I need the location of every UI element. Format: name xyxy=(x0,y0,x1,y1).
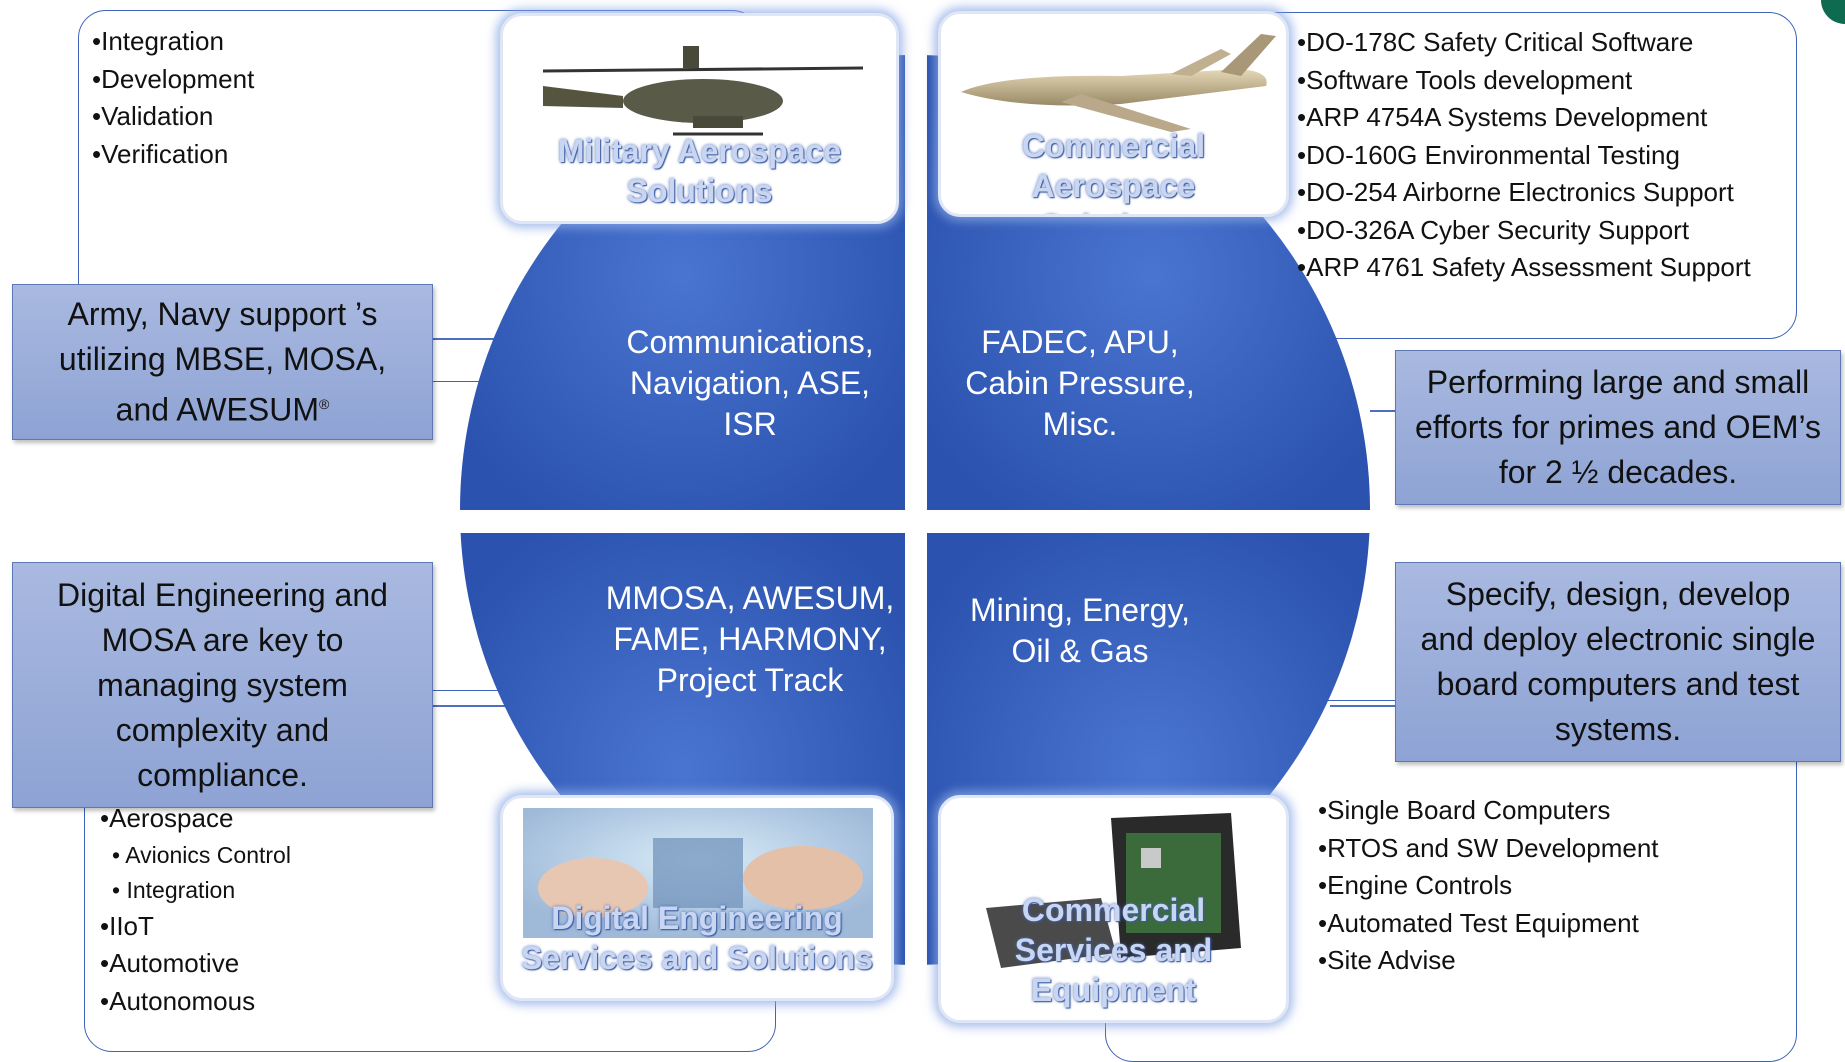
commercial-services-label: Commercial Services and Equipment xyxy=(1014,892,1213,1008)
top-left-list: Integration Development Validation Verif… xyxy=(92,23,254,173)
list-item: Aerospace xyxy=(100,800,291,838)
army-navy-callout: Army, Navy support ’s utilizing MBSE, MO… xyxy=(12,284,433,440)
connector-digital xyxy=(430,705,510,707)
military-aerospace-label: Military Aerospace Solutions xyxy=(557,133,842,209)
army-navy-line2: utilizing MBSE, MOSA, xyxy=(58,340,387,377)
list-item: Development xyxy=(92,61,254,99)
electronics-box-image xyxy=(986,813,1241,968)
commercial-services-card[interactable]: Commercial Services and Equipment xyxy=(938,795,1289,1023)
list-item: Autonomous xyxy=(100,983,291,1021)
list-item: ARP 4754A Systems Development xyxy=(1297,99,1751,137)
list-item: Engine Controls xyxy=(1318,867,1659,905)
list-item: DO-326A Cyber Security Support xyxy=(1297,212,1751,250)
specify-callout: Specify, design, develop and deploy elec… xyxy=(1395,562,1841,762)
primes-callout: Performing large and small efforts for p… xyxy=(1395,350,1841,505)
quadrant-bottom-right-text: Mining, Energy, Oil & Gas xyxy=(970,592,1190,669)
list-item: DO-254 Airborne Electronics Support xyxy=(1297,174,1751,212)
helicopter-image xyxy=(542,46,864,136)
quadrant-top-left-text: Communications, Navigation, ASE, ISR xyxy=(626,324,874,442)
list-item: Verification xyxy=(92,136,254,174)
list-subitem: Avionics Control xyxy=(100,838,291,873)
list-item: DO-160G Environmental Testing xyxy=(1297,137,1751,175)
list-item: Single Board Computers xyxy=(1318,792,1659,830)
army-navy-line3: and AWESUM xyxy=(115,391,319,428)
connector-primes xyxy=(1370,410,1400,412)
list-item: Software Tools development xyxy=(1297,62,1751,100)
digital-engineering-callout: Digital Engineering and MOSA are key to … xyxy=(12,562,433,808)
registered-mark: ® xyxy=(319,395,330,412)
military-aerospace-card[interactable]: Military Aerospace Solutions xyxy=(500,13,899,224)
list-item: Automated Test Equipment xyxy=(1318,905,1659,943)
corner-accent xyxy=(1821,0,1845,24)
quadrant-bottom-left-text: MMOSA, AWESUM, FAME, HARMONY, Project Tr… xyxy=(605,580,895,698)
quadrant-top-right-text: FADEC, APU, Cabin Pressure, Misc. xyxy=(965,324,1195,442)
list-item: DO-178C Safety Critical Software xyxy=(1297,24,1751,62)
army-navy-line1: Army, Navy support ’s xyxy=(67,295,378,332)
list-item: Validation xyxy=(92,98,254,136)
list-item: Integration xyxy=(92,23,254,61)
list-item: IIoT xyxy=(100,908,291,946)
list-item: RTOS and SW Development xyxy=(1318,830,1658,868)
commercial-aerospace-card[interactable]: Commercial Aerospace Solutions xyxy=(938,11,1289,217)
list-item: Site Advise xyxy=(1318,942,1659,980)
digital-hands-image xyxy=(523,808,873,938)
bottom-left-list: Aerospace Avionics Control Integration I… xyxy=(100,800,291,1020)
connector-specify xyxy=(1330,705,1400,707)
list-subitem: Integration xyxy=(100,873,291,908)
list-item: ARP 4761 Safety Assessment Support xyxy=(1297,249,1751,287)
digital-engineering-card[interactable]: Digital Engineering Services and Solutio… xyxy=(500,795,894,1001)
digital-engineering-label: Digital Engineering Services and Solutio… xyxy=(520,900,874,976)
jet-image xyxy=(961,34,1276,132)
list-item: Automotive xyxy=(100,945,291,983)
commercial-aerospace-label: Commercial Aerospace Solutions xyxy=(1021,128,1206,214)
bottom-right-list: Single Board Computers RTOS and SW Devel… xyxy=(1318,792,1659,980)
top-right-list: DO-178C Safety Critical Software Softwar… xyxy=(1297,24,1751,287)
connector-army xyxy=(430,338,510,340)
